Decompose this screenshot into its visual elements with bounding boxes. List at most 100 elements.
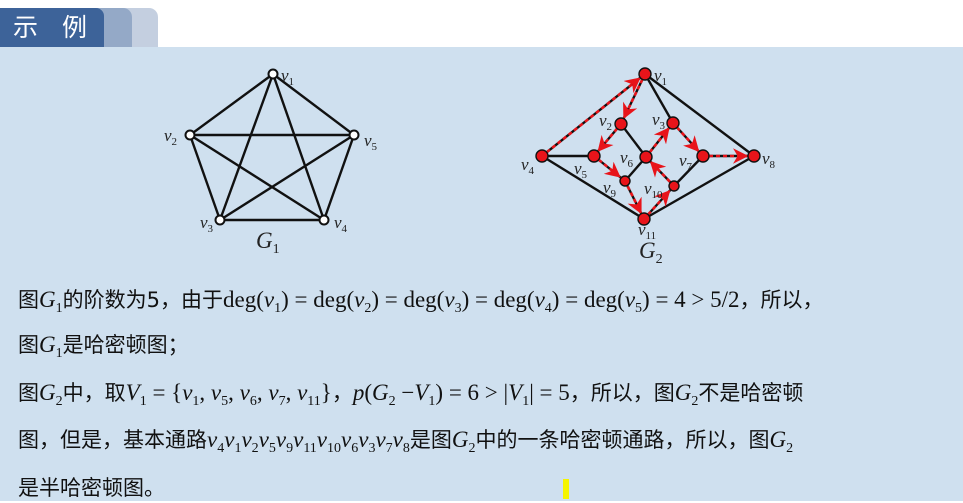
graph-edge (643, 73, 675, 124)
math-subscript: 2 (691, 394, 699, 409)
node-label-v6: v6 (620, 148, 634, 170)
math-vertex: v (534, 287, 545, 312)
graph-node-v1 (638, 67, 652, 81)
math-G: G (39, 332, 56, 357)
hamiltonian-path-segment (648, 127, 670, 154)
math-G: G (674, 380, 692, 405)
graph-node-v10 (668, 180, 680, 192)
math-p: p (352, 380, 365, 405)
math-vertex: v (358, 427, 369, 452)
node-label-v5: v5 (574, 159, 588, 181)
math-symbol: , (256, 380, 269, 405)
math-G: G (769, 427, 787, 452)
graph-edge (620, 123, 647, 158)
graph-node-v5 (348, 129, 360, 141)
text-segment: ，所以，图 (569, 381, 675, 405)
math-G: G (451, 427, 469, 452)
math-subscript: 4 (544, 301, 552, 316)
hamiltonian-path-segment (676, 126, 700, 152)
graph-edge (541, 154, 645, 221)
math-symbol: } (320, 380, 332, 405)
header-title-tab: 示 例 (0, 8, 104, 47)
math-subscript: 1 (428, 394, 436, 409)
hamiltonian-path-segment (626, 185, 643, 215)
math-subscript: 1 (522, 394, 530, 409)
math-subscript: 11 (307, 394, 321, 409)
node-label-v4: v4 (521, 155, 535, 177)
graph-node-v8 (747, 149, 761, 163)
node-label-v5: v5 (364, 131, 378, 153)
graph-edge (271, 73, 326, 221)
text-cursor-marker (563, 479, 569, 499)
graph-node-v2 (614, 117, 628, 131)
graph-edge (218, 73, 275, 221)
node-label-v8: v8 (762, 149, 776, 171)
graph-edge (219, 133, 355, 222)
graph-edge (189, 133, 325, 222)
math-subscript: 2 (251, 441, 259, 456)
graph-edge (272, 73, 355, 136)
math-vertex: v (210, 380, 222, 405)
text-segment: ， (331, 381, 353, 405)
math-vertex: v (354, 287, 365, 312)
text-segment: 中，取 (62, 381, 126, 405)
math-V: V (414, 380, 429, 405)
math-symbol: ) = (551, 287, 584, 312)
math-subscript: 9 (286, 441, 294, 456)
math-vertex: v (268, 380, 279, 405)
graph-node-v11 (637, 212, 651, 226)
math-vertex: v (316, 427, 328, 452)
math-subscript: 7 (278, 394, 286, 409)
math-symbol: , (228, 380, 240, 405)
math-vertex: v (207, 427, 218, 452)
math-symbol: | = 5 (529, 380, 570, 405)
node-label-v1: v1 (281, 66, 294, 88)
graph-edge (189, 73, 274, 136)
text-segment: 中的一条哈密顿通路，所以，图 (475, 428, 770, 452)
vertex-set: v1, v5, v6, v7, v11 (182, 380, 321, 409)
math-subscript: 2 (55, 394, 63, 409)
text-segment: 图 (18, 381, 39, 405)
math-function: deg( (403, 287, 445, 312)
math-vertex: v (275, 427, 287, 452)
hamiltonian-path-segment (597, 158, 621, 178)
graph-edge (673, 155, 704, 187)
math-subscript: 5 (268, 441, 276, 456)
math-symbol: = { (146, 380, 183, 405)
graph-edge (643, 154, 755, 221)
node-label-v3: v3 (652, 110, 666, 132)
node-label-v10: v10 (644, 179, 663, 201)
hamiltonian-path-expression: v4v1v2v5v9v11v10v6v3v7v8 (207, 427, 410, 456)
math-subscript: 2 (364, 301, 372, 316)
math-subscript: 1 (274, 301, 282, 316)
graph-edge (188, 134, 222, 221)
math-vertex: v (293, 427, 304, 452)
math-subscript: 7 (385, 441, 393, 456)
math-subscript: 1 (139, 394, 147, 409)
math-subscript: 3 (368, 441, 376, 456)
math-vertex: v (239, 380, 250, 405)
hamiltonian-path-segment (622, 78, 644, 120)
text-segment: 图 (18, 288, 39, 312)
math-subscript: 6 (351, 441, 359, 456)
text-line-1: 图G1的阶数为5，由于deg(v1) = deg(v2) = deg(v3) =… (18, 285, 824, 316)
math-vertex: v (624, 287, 636, 312)
math-vertex: v (444, 287, 455, 312)
header-title: 示 例 (13, 13, 95, 42)
math-vertex: v (258, 427, 269, 452)
math-vertex: v (224, 427, 235, 452)
slide-content (0, 47, 963, 501)
math-vertex: v (182, 380, 193, 405)
text-segment: 的阶数为5，由于 (62, 288, 223, 312)
graph-node-v3 (214, 214, 226, 226)
math-vertex: v (341, 427, 352, 452)
math-symbol: ) = (371, 287, 404, 312)
text-segment: 是图 (409, 428, 452, 452)
graph-node-v3 (666, 116, 680, 130)
math-function: deg( (493, 287, 535, 312)
math-subscript: 11 (303, 441, 317, 456)
math-G: G (372, 380, 389, 405)
